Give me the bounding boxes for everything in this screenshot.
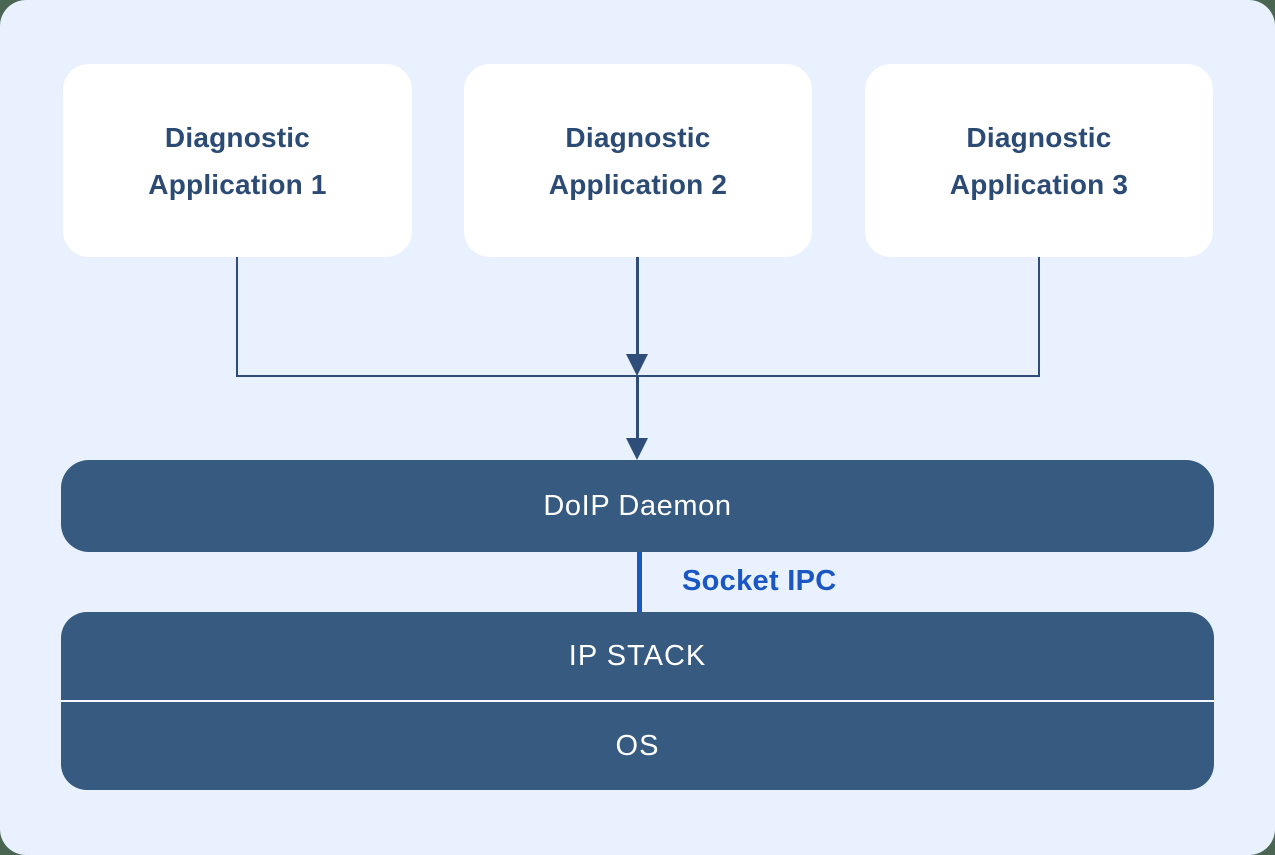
- arrow-down-icon: [626, 438, 648, 460]
- diagnostic-application-3-box: Diagnostic Application 3: [865, 64, 1213, 257]
- doip-daemon-label: DoIP Daemon: [543, 489, 732, 522]
- ip-stack-row: IP STACK: [61, 612, 1214, 702]
- diagnostic-application-3-label-line1: Diagnostic: [966, 121, 1112, 153]
- ip-stack-label: IP STACK: [568, 639, 707, 672]
- socket-ipc-connector-line: [637, 552, 642, 613]
- arrow-down-icon: [626, 354, 648, 376]
- socket-ipc-label: Socket IPC: [682, 565, 837, 597]
- diagnostic-application-3-label-line2: Application 3: [949, 168, 1129, 200]
- diagnostic-application-2-label-line2: Application 2: [548, 168, 728, 200]
- connector-merge-line: [236, 375, 1040, 377]
- ip-stack-os-box: IP STACK OS: [61, 612, 1214, 790]
- diagnostic-application-1-label-line1: Diagnostic: [164, 121, 311, 153]
- os-row: OS: [61, 702, 1214, 790]
- connector-line-app1: [236, 257, 238, 377]
- os-label: OS: [615, 729, 660, 762]
- connector-line-app3: [1038, 257, 1040, 377]
- diagnostic-application-2-label-line1: Diagnostic: [565, 121, 711, 153]
- connector-line-to-daemon: [636, 377, 639, 439]
- diagnostic-application-1-box: Diagnostic Application 1: [63, 64, 412, 257]
- connector-line-app2: [636, 257, 639, 355]
- diagnostic-application-1-label-line2: Application 1: [148, 168, 327, 200]
- doip-daemon-box: DoIP Daemon: [61, 460, 1214, 552]
- diagnostic-application-2-box: Diagnostic Application 2: [464, 64, 812, 257]
